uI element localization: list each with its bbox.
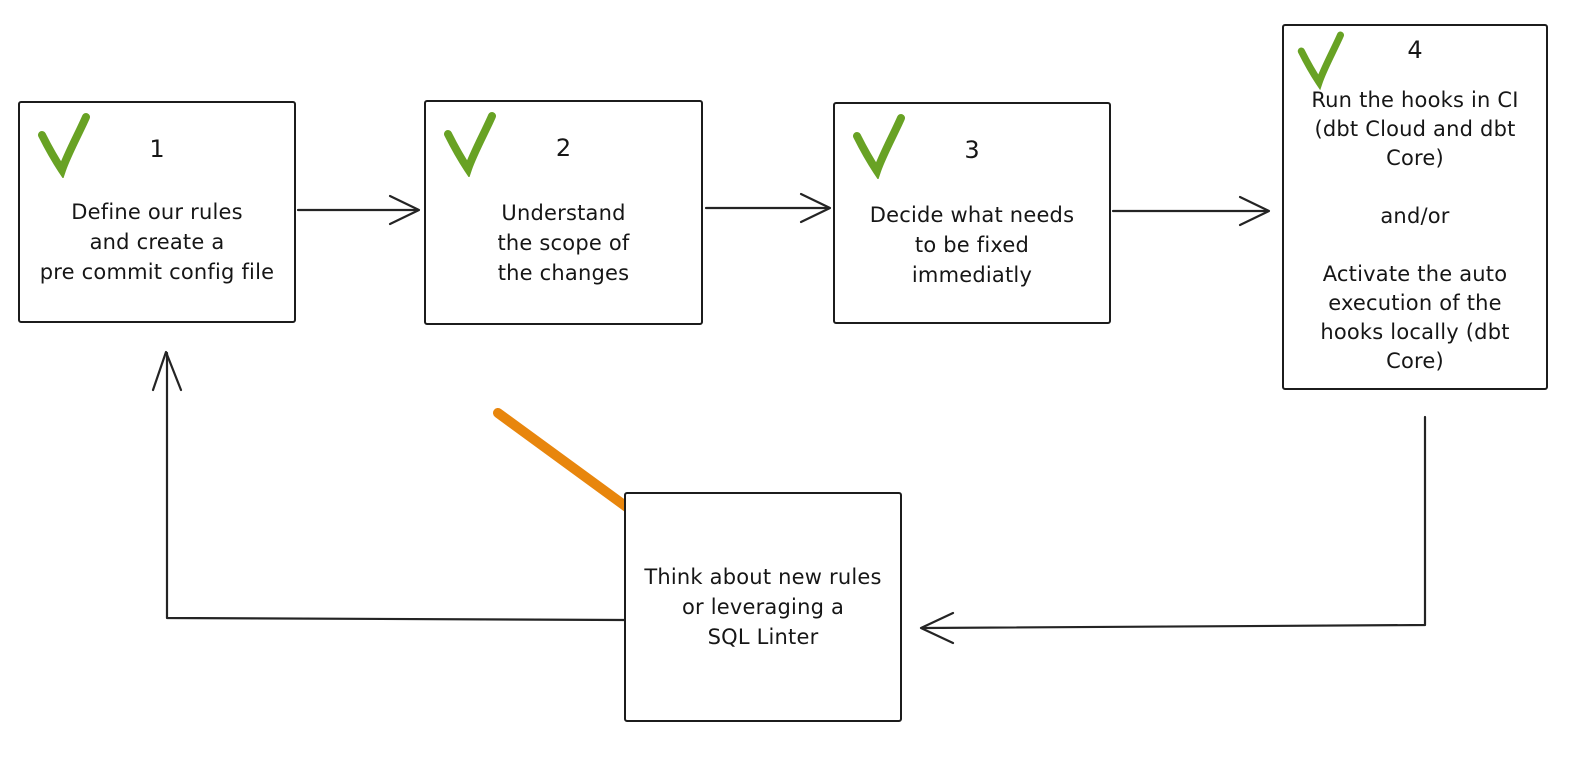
step-text: Define our rules and create a pre commit…	[39, 200, 275, 284]
arrow-loopnode-step1	[151, 350, 626, 622]
step-number: 3	[964, 136, 980, 164]
step-number: 2	[555, 134, 572, 162]
node-step-4: 4 Run the hooks in CI (dbt Cloud and dbt…	[1282, 24, 1548, 390]
arrow-step2-step3	[704, 192, 832, 224]
arrow-step1-step2	[296, 194, 421, 226]
checkmark-icon	[38, 113, 90, 178]
checkmark-icon	[1297, 31, 1344, 90]
step-text: Think about new rules or leveraging a SQ…	[644, 565, 882, 649]
arrow-step3-step4	[1111, 195, 1271, 227]
step-text: Understand the scope of the changes	[497, 201, 630, 285]
checkmark-icon	[853, 114, 905, 179]
step-text: Decide what needs to be fixed immediatly	[869, 203, 1075, 287]
step-text: Run the hooks in CI (dbt Cloud and dbt C…	[1311, 88, 1519, 373]
checkmark-icon	[444, 112, 496, 177]
node-step-2: 2 Understand the scope of the changes	[424, 100, 703, 325]
arrow-step4-loopnode	[919, 415, 1427, 645]
node-step-3: 3 Decide what needs to be fixed immediat…	[833, 102, 1111, 324]
node-step-1: 1 Define our rules and create a pre comm…	[18, 101, 296, 323]
step-number: 4	[1407, 36, 1423, 64]
step-number: 1	[149, 135, 165, 163]
node-loop-back: Think about new rules or leveraging a SQ…	[624, 492, 902, 722]
